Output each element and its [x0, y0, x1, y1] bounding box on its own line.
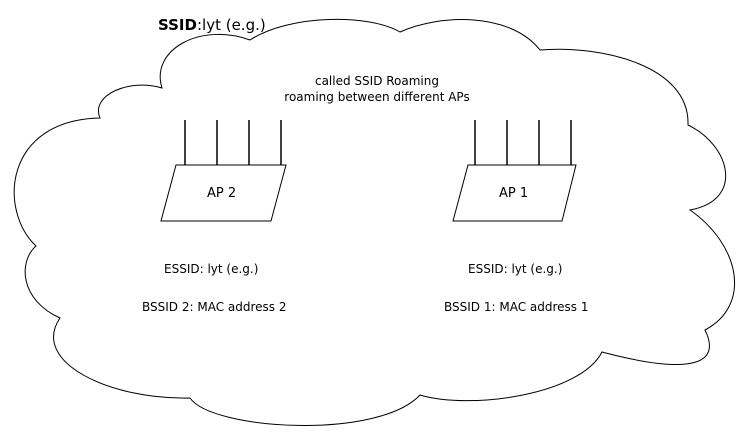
ap-2-essid: ESSID: lyt (e.g.) [164, 262, 259, 276]
ap-1-label: AP 1 [499, 186, 529, 201]
ssid-value: lyt (e.g.) [202, 16, 266, 34]
ap-2-label: AP 2 [207, 186, 237, 201]
ssid-key: SSID [158, 16, 197, 34]
ap-body [160, 164, 287, 222]
ap-body [452, 164, 577, 222]
ssid-separator: : [196, 16, 203, 34]
ap-2-bssid: BSSID 2: MAC address 2 [142, 300, 287, 314]
roaming-note: called SSID Roaming roaming between diff… [240, 73, 514, 105]
ssid-cloud-shape [13, 18, 736, 426]
access-point-2 [160, 120, 287, 222]
ssid-title: SSID:lyt (e.g.) [158, 16, 266, 34]
roaming-note-line-1: called SSID Roaming [314, 74, 439, 88]
roaming-note-line-2: roaming between different APs [284, 90, 470, 104]
ap-1-essid: ESSID: lyt (e.g.) [468, 262, 563, 276]
ap-1-bssid: BSSID 1: MAC address 1 [444, 300, 589, 314]
access-point-1 [452, 120, 577, 222]
